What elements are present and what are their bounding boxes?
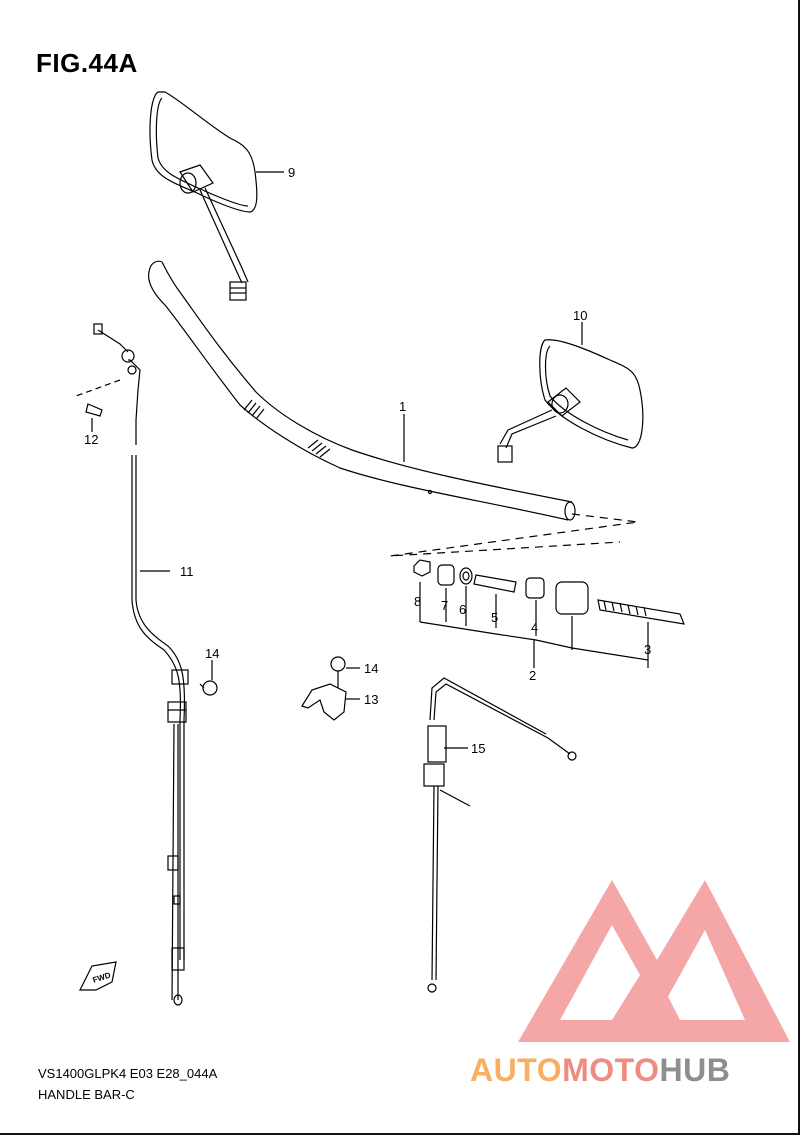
mirror-left xyxy=(149,91,258,301)
callout-6: 6 xyxy=(459,602,466,617)
callout-7: 7 xyxy=(441,598,448,613)
mirror-right xyxy=(497,339,644,463)
callout-15: 15 xyxy=(471,741,485,756)
throttle-cable xyxy=(128,359,189,1006)
watermark-word-moto: MOTO xyxy=(562,1052,660,1088)
figure-title: FIG.44A xyxy=(36,48,138,78)
callout-1: 1 xyxy=(399,399,406,414)
callout-9: 9 xyxy=(288,165,295,180)
diagram-name: HANDLE BAR-C xyxy=(38,1087,135,1102)
callout-2: 2 xyxy=(529,668,536,683)
watermark-logo xyxy=(518,880,790,1042)
callout-5: 5 xyxy=(491,610,498,625)
cable-end-top xyxy=(75,323,137,432)
watermark-text: AUTOMOTOHUB xyxy=(470,1052,730,1089)
fwd-arrow-icon: FWD xyxy=(79,961,117,991)
handlebar xyxy=(147,260,576,521)
frame-border-bottom xyxy=(0,1133,800,1135)
callout-8: 8 xyxy=(414,594,421,609)
callout-4: 4 xyxy=(531,620,538,635)
model-code: VS1400GLPK4 E03 E28_044A xyxy=(38,1066,218,1081)
callout-10: 10 xyxy=(573,308,587,323)
frame-border-right xyxy=(798,0,800,1135)
clamp xyxy=(199,656,347,721)
callout-3: 3 xyxy=(644,642,651,657)
bar-end-assembly xyxy=(413,559,685,625)
callout-11: 11 xyxy=(180,564,194,579)
callout-13: 13 xyxy=(364,692,378,707)
switch-harness xyxy=(423,677,577,993)
callout-12: 12 xyxy=(84,432,98,447)
watermark-word-hub: HUB xyxy=(659,1052,731,1088)
callout-14-screw: 14 xyxy=(205,646,219,661)
watermark-word-auto: AUTO xyxy=(470,1052,563,1088)
callout-14-clamp: 14 xyxy=(364,661,378,676)
